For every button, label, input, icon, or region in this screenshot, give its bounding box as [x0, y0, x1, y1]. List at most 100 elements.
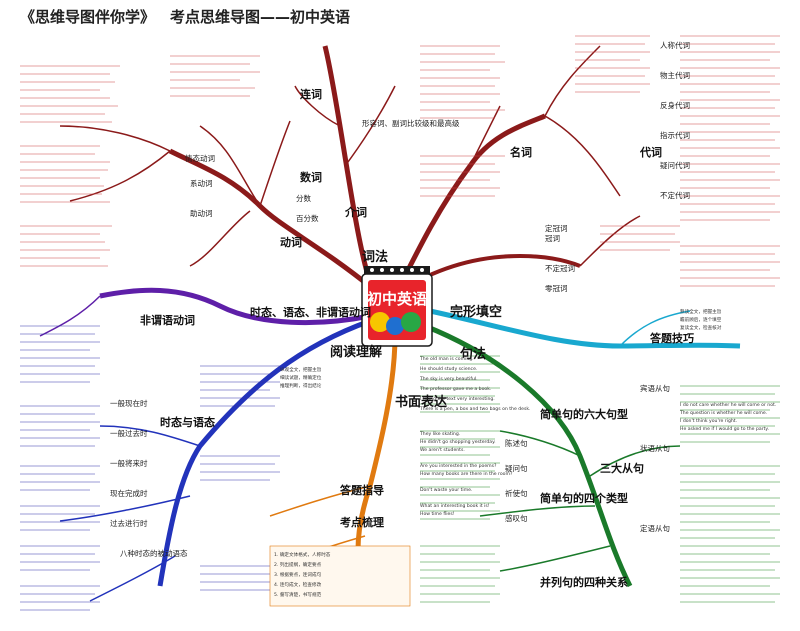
node-dingyu-congju: 定语从句	[640, 523, 670, 533]
sub-branches	[39, 45, 691, 602]
sentence-16: The question is whether he will come.	[679, 410, 767, 416]
sentence-1: The old man is coming.	[419, 356, 474, 362]
node-qishiju: 祈使句	[505, 488, 528, 498]
node-dingguanci: 定冠词	[545, 223, 568, 233]
node-zhuangyu-congju: 状语从句	[640, 443, 670, 453]
node-yibanxianzai: 一般现在时	[110, 398, 148, 408]
node-guoqujinxing: 过去进行时	[110, 518, 148, 528]
branch-red-up	[322, 45, 375, 289]
branch-orange	[355, 335, 398, 572]
writing-step-5: 5. 誊写清楚，书写规范	[274, 591, 322, 598]
sentence-3: The sky is very beautiful.	[419, 376, 478, 382]
label-jufa: 句法	[460, 346, 486, 362]
node-wuzhudaici: 物主代词	[660, 70, 690, 80]
branch-green	[424, 323, 633, 588]
label-yuedu: 阅读理解	[330, 344, 382, 360]
center-title: 初中英语	[367, 290, 427, 308]
series-title: 《思维导图伴你学》	[20, 8, 156, 26]
node-fenshu: 分数	[296, 193, 311, 203]
sentence-7: They like skating.	[419, 431, 460, 437]
label-cifa: 词法	[362, 249, 388, 265]
example-sentences: The old man is coming. He should study s…	[419, 356, 776, 517]
center-node: 初中英语	[361, 266, 433, 347]
page-title: 考点思维导图——初中英语	[170, 8, 351, 26]
label-shitai: 时态、语态、非谓语动词	[250, 305, 371, 319]
writing-steps: 1. 确定文体格式，人称时态 2. 列出提纲，确定要点 3. 根据要点，连词成句…	[269, 545, 411, 607]
node-yiwendaici: 疑问代词	[660, 160, 690, 170]
node-yibanguoqu: 一般过去时	[110, 428, 148, 438]
label-jiandan-6: 简单句的六大句型	[540, 407, 628, 421]
main-branches	[99, 45, 741, 588]
node-baifenshu: 百分数	[296, 213, 319, 223]
writing-step-4: 4. 连句成文，检查修改	[274, 581, 322, 588]
node-yiwenju: 疑问句	[505, 463, 528, 473]
label-dajiao: 答题指导	[340, 483, 384, 497]
node-budingguanci: 不定冠词	[545, 263, 575, 273]
node-xingrongci: 形容词、副词比较级和最高级	[362, 118, 460, 128]
node-shuci: 数词	[300, 170, 322, 184]
node-lingguanci: 零冠词	[545, 284, 568, 293]
branch-red-right	[397, 113, 546, 288]
page-header: 《思维导图伴你学》 考点思维导图——初中英语	[0, 0, 800, 28]
label-shitai-yutai: 时态与语态	[160, 415, 215, 429]
sentence-17: I don't think you're right.	[680, 418, 737, 424]
label-kaodian: 考点梳理	[340, 515, 384, 529]
tip-2: 瞻前顾后，逐个填空	[680, 316, 722, 323]
branch-red-left	[168, 148, 374, 290]
sentence-12: Don't waste your time.	[420, 487, 472, 493]
node-daici: 代词	[639, 145, 662, 159]
label-dati-jiqiao: 答题技巧	[650, 331, 694, 345]
node-fanshendaici: 反身代词	[660, 100, 690, 110]
sentence-11: How many books are there in the room?	[420, 471, 513, 477]
sentence-15: I do not care whether he will come or no…	[680, 402, 776, 408]
sentence-5: I found the text very interesting.	[420, 396, 495, 402]
writing-step-2: 2. 列出提纲，确定要点	[274, 561, 322, 568]
tip-1: 熟读全文，把握主旨	[680, 308, 722, 315]
writing-step-3: 3. 根据要点，连词成句	[274, 571, 322, 578]
branch-purple	[99, 287, 371, 326]
label-shumian: 书面表达	[395, 394, 447, 410]
note-lines-green	[420, 355, 780, 603]
tip-3: 复读全文，检查核对	[680, 324, 722, 331]
mind-map: 初中英语 词法 完形填空 句法 阅读理解 书面表达 答题指导 考点梳理 答题技巧…	[20, 35, 780, 611]
sentence-8: He didn't go shopping yesterday.	[420, 439, 496, 445]
node-labels: 连词 数词 分数 百分数 动词 介词 名词 代词 形容词、副词比较级和最高级 冠…	[110, 40, 690, 533]
sentence-18: He asked me if I would go to the party.	[680, 426, 769, 432]
label-jiandan-4: 简单句的四个类型	[540, 491, 628, 505]
sentence-4: The professor gave me a book.	[419, 386, 491, 392]
node-mingci: 名词	[510, 145, 532, 159]
sentence-13: What an interesting book it is!	[420, 503, 490, 509]
note-lines	[20, 35, 780, 287]
node-jiweidongci: 系动词	[190, 178, 213, 188]
branch-purple-down	[157, 318, 371, 587]
sentence-14: How time flies!	[420, 511, 455, 517]
node-chenshuju: 陈述句	[505, 438, 528, 448]
label-wanxing: 完形填空	[450, 304, 502, 320]
label-feiweiyu: 非谓语动词	[140, 313, 195, 327]
writing-step-1: 1. 确定文体格式，人称时态	[274, 551, 331, 558]
label-baxing: 八种时态的被动语态	[120, 548, 188, 558]
node-qingtaidongci: 情态动词	[185, 153, 215, 163]
node-dongci: 动词	[280, 235, 302, 249]
category-labels: 词法 完形填空 句法 阅读理解 书面表达 答题指导 考点梳理 答题技巧 三大从句…	[120, 249, 694, 589]
tip-6: 推理判断，得出结论	[280, 382, 322, 389]
node-binyu-congju: 宾语从句	[640, 383, 670, 393]
sentence-2: He should study science.	[420, 366, 477, 372]
tip-4: 纵观全文，把握主旨	[280, 366, 322, 373]
node-guanci: 冠词	[545, 234, 560, 243]
sentence-9: We aren't students.	[420, 447, 465, 453]
node-yibanjiangtai: 一般将来时	[110, 458, 148, 468]
node-jieci: 介词	[344, 205, 367, 219]
node-zhudongci: 助动词	[190, 208, 213, 218]
branch-cyan	[429, 308, 741, 349]
node-renchengdaici: 人称代词	[660, 40, 690, 50]
sentence-6: There is a pen, a box and two bags on th…	[419, 406, 531, 412]
label-sanda-congju: 三大从句	[600, 461, 644, 475]
node-gantanju: 感叹句	[505, 513, 528, 523]
tips-group: 熟读全文，把握主旨 瞻前顾后，逐个填空 复读全文，检查核对 纵观全文，把握主旨 …	[280, 308, 722, 389]
node-xianzaiwancheng: 现在完成时	[110, 488, 148, 498]
label-binglie: 并列句的四种关系	[540, 575, 628, 589]
node-zhishidaici: 指示代词	[660, 130, 690, 140]
node-lianci: 连词	[300, 87, 322, 101]
node-budingdaici: 不定代词	[660, 190, 690, 200]
